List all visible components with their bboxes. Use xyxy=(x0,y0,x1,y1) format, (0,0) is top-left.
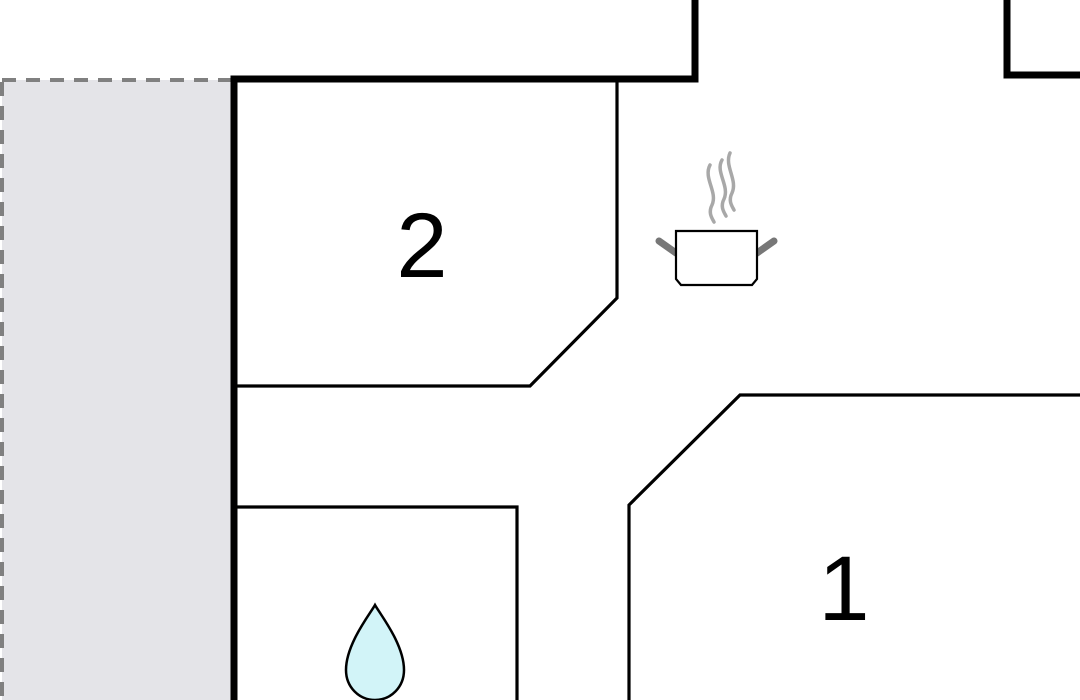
pot-handle-left xyxy=(655,237,680,257)
steam-icon xyxy=(718,158,728,218)
steam-icon xyxy=(726,151,736,212)
room-outline-bedroom-2 xyxy=(237,82,619,388)
terrace-area xyxy=(0,78,236,700)
exterior-wall xyxy=(230,0,699,700)
pot-handle-right xyxy=(753,237,778,257)
room-outline-bathroom xyxy=(237,505,519,700)
pot-body xyxy=(674,229,759,287)
steam-icon xyxy=(706,163,716,224)
cooking-pot-icon xyxy=(655,151,778,287)
water-drop-icon xyxy=(344,602,406,700)
room-label-bedroom-2: 2 xyxy=(396,195,447,297)
exterior-wall-right xyxy=(1003,0,1080,79)
room-label-bedroom-1: 1 xyxy=(818,538,869,640)
room-outline-bedroom-1 xyxy=(627,393,1080,700)
